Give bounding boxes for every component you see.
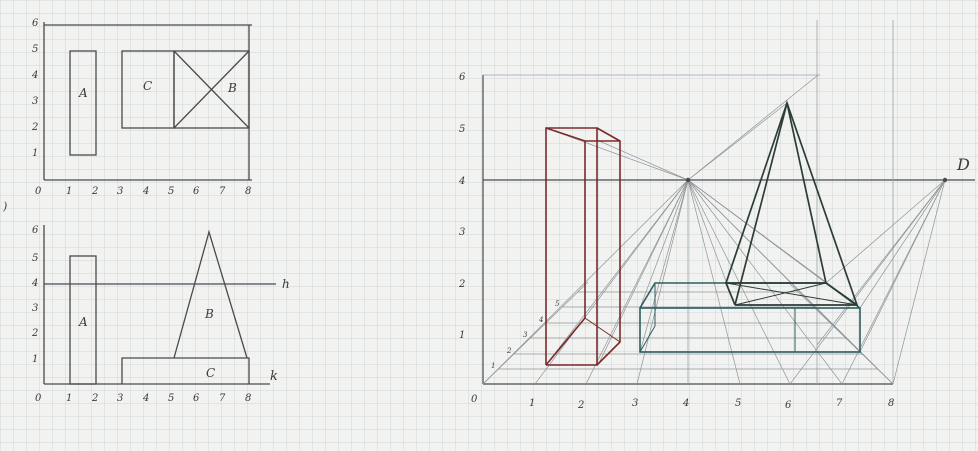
side-view-x-ticks: 0 1 2 3 4 5 6 7 8 [35,393,251,404]
top-view-x-tick: 4 [142,186,149,197]
top-view-y-tick: 5 [32,44,38,55]
top-view-x-tick: 3 [117,186,123,197]
top-view-label-a: A [78,86,88,100]
side-view-x-tick: 8 [245,393,251,404]
side-view-x-tick: 7 [219,393,226,404]
perspective-depth-tick: 1 [491,362,495,370]
side-view-object-c [121,357,250,384]
top-view-label-c: C [143,79,152,93]
perspective-depth-tick: 4 [538,316,543,324]
perspective-depth-tick: 5 [555,300,560,308]
perspective-depth-tick: 2 [506,347,512,355]
perspective-x-tick: 2 [577,400,584,411]
side-view-x-tick: 2 [91,393,98,404]
top-view-y-tick: 3 [32,96,38,107]
perspective-y-tick: 1 [459,330,465,341]
top-view-object-b [173,50,250,129]
vanishing-point-center [685,177,691,183]
perspective-y-ticks: 1 2 3 4 5 6 [458,72,466,341]
top-view-y-ticks: 1 2 3 4 5 6 [31,18,39,159]
perspective-x-tick: 6 [785,400,792,411]
top-view-x-tick: 6 [193,186,200,197]
side-view-label-b: B [204,307,214,321]
top-view-y-tick: 6 [32,18,39,29]
perspective-x-tick: 0 [471,394,478,405]
perspective-x-ticks: 0 1 2 3 4 5 6 7 8 [471,394,894,411]
top-view-y-tick: 1 [32,148,38,159]
top-view [43,22,252,181]
top-view-object-a [69,50,97,156]
side-view-y-ticks: 1 2 3 4 5 6 [31,225,39,365]
side-view-object-a [69,255,97,385]
top-view-y-tick: 2 [31,122,38,133]
top-view-x-tick: 8 [245,186,251,197]
side-view-y-tick: 1 [32,354,38,365]
top-view-x-ticks: 0 1 2 3 4 5 6 7 8 [35,186,251,197]
perspective-x-tick: 5 [735,398,741,409]
perspective-object-b [724,100,859,306]
top-view-x-tick: 0 [35,186,42,197]
side-view-x-tick: 0 [35,393,42,404]
side-view-label-c: C [206,366,215,380]
top-view-object-b-diagonal [173,50,250,129]
top-view-x-tick: 1 [66,186,72,197]
perspective-frame [482,20,975,385]
vanishing-point-d [942,177,948,183]
side-view-x-tick: 5 [168,393,174,404]
side-view [43,225,276,385]
perspective-x-tick: 8 [888,398,894,409]
top-view-x-tick: 2 [91,186,98,197]
perspective-y-tick: 5 [459,124,465,135]
vanishing-point-d-label: D [956,155,970,174]
perspective-x-tick: 3 [632,398,638,409]
side-view-x-tick: 4 [142,393,149,404]
perspective-object-a [545,127,621,366]
side-view-object-b [173,229,248,359]
perspective-rays-to-d [789,179,946,385]
side-view-label-a: A [78,315,88,329]
perspective-y-tick: 4 [458,176,465,187]
perspective-y-tick: 6 [459,72,466,83]
side-view-horizon-label: h [282,277,290,291]
top-view-x-tick: 5 [168,186,174,197]
perspective-x-tick: 1 [529,398,535,409]
perspective-depth-ticks: 1 2 3 4 5 [491,300,560,370]
side-view-x-tick: 6 [193,393,200,404]
side-view-y-tick: 3 [32,303,38,314]
perspective-y-tick: 3 [459,227,465,238]
side-view-y-tick: 4 [31,278,38,289]
top-view-x-tick: 7 [219,186,226,197]
side-view-ground-label: k [270,369,278,384]
side-view-x-tick: 3 [117,393,123,404]
perspective-y-tick: 2 [458,279,465,290]
side-view-y-tick: 6 [32,225,39,236]
perspective-x-tick: 4 [682,398,689,409]
perspective-x-tick: 7 [836,398,843,409]
side-view-y-tick: 2 [31,328,38,339]
side-view-y-tick: 5 [32,253,38,264]
perspective-depth-tick: 3 [523,331,528,339]
stray-mark: ) [2,200,7,213]
top-view-label-b: B [227,81,237,95]
side-view-x-tick: 1 [66,393,72,404]
top-view-y-tick: 4 [31,70,38,81]
